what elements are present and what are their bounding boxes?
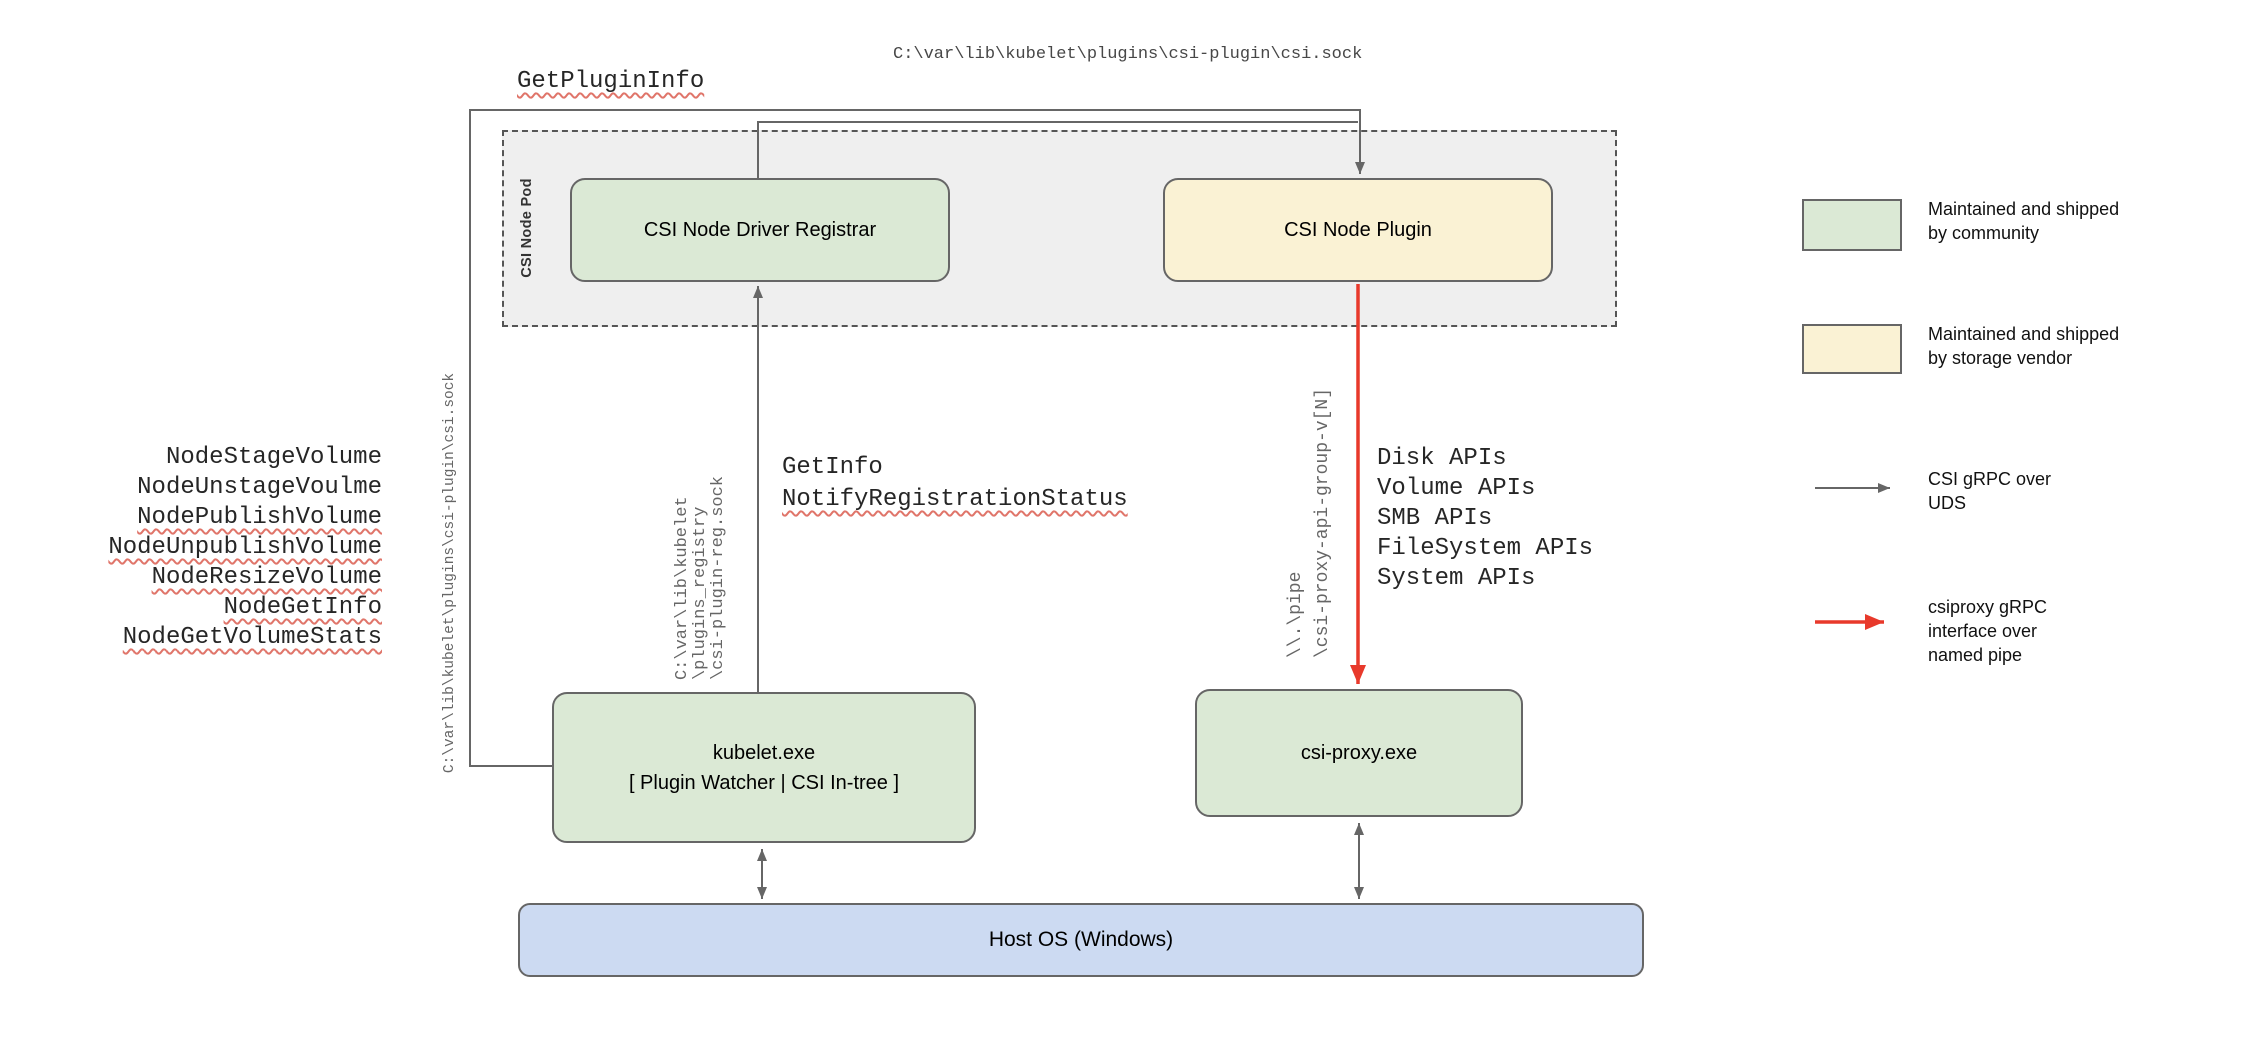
notify-registration-status-text: NotifyRegistrationStatus	[782, 486, 1128, 513]
get-plugin-info-text: GetPluginInfo	[517, 68, 705, 95]
node-rpc-call-text: NodeStageVolume	[165, 444, 382, 471]
csi-proxy-label: csi-proxy.exe	[1300, 742, 1418, 764]
node-rpc-call: NodeGetInfo	[100, 593, 382, 623]
api-list-item: System APIs	[1377, 565, 1536, 592]
legend-community-label: Maintained and shipped by community	[1928, 197, 2119, 245]
node-rpc-call-text: NodeGetInfo	[223, 594, 382, 621]
registration-sock-path-line: \plugins_registry	[691, 506, 710, 681]
registration-sock-path-line: \csi-plugin-reg.sock	[709, 475, 728, 681]
registration-sock-path-vertical-label: C:\var\lib\kubelet \plugins_registry \cs…	[673, 475, 728, 681]
csi-sock-path-label: C:\var\lib\kubelet\plugins\csi-plugin\cs…	[893, 45, 1363, 64]
node-rpc-call-text: NodeUnpublishVolume	[108, 534, 382, 561]
legend-uds-label: CSI gRPC over UDS	[1928, 467, 2051, 515]
node-rpc-call: NodeGetVolumeStats	[100, 623, 382, 653]
legend-vendor-line: by storage vendor	[1928, 348, 2073, 368]
legend-named-pipe-label: csiproxy gRPC interface over named pipe	[1928, 595, 2047, 667]
csi-node-plugin-label: CSI Node Plugin	[1284, 219, 1432, 241]
host-os-label: Host OS (Windows)	[988, 928, 1174, 951]
legend-vendor-line: Maintained and shipped	[1928, 324, 2120, 344]
node-rpc-call: NodeStageVolume	[100, 443, 382, 473]
registration-sock-path-line: C:\var\lib\kubelet	[673, 496, 692, 681]
node-rpc-call-text: NodeResizeVolume	[151, 564, 382, 591]
node-rpc-call: NodePublishVolume	[100, 503, 382, 533]
legend-named-pipe-line: named pipe	[1928, 645, 2023, 665]
kubelet-label-line2: [ Plugin Watcher | CSI In-tree ]	[628, 771, 900, 794]
csi-node-pod-label: CSI Node Pod	[519, 178, 535, 278]
api-list-item: Disk APIs	[1377, 445, 1507, 472]
legend-named-pipe-line: interface over	[1928, 621, 2038, 641]
legend-vendor-swatch	[1802, 324, 1902, 374]
legend-uds-line: CSI gRPC over	[1928, 469, 2052, 489]
host-os-box: Host OS (Windows)	[518, 903, 1644, 977]
node-rpc-call-text: NodeGetVolumeStats	[122, 624, 382, 651]
legend-named-pipe-line: csiproxy gRPC	[1928, 597, 2048, 617]
get-info-label: GetInfo	[782, 454, 883, 481]
node-rpc-call: NodeUnpublishVolume	[100, 533, 382, 563]
csi-proxy-box: csi-proxy.exe	[1195, 689, 1523, 817]
node-rpc-call: NodeResizeVolume	[100, 563, 382, 593]
legend-community-line: by community	[1928, 223, 2040, 243]
csi-node-driver-registrar-label: CSI Node Driver Registrar	[643, 219, 877, 241]
csi-sock-path-vertical-label: C:\var\lib\kubelet\plugins\csi-plugin\cs…	[442, 372, 458, 774]
csi-node-driver-registrar-box: CSI Node Driver Registrar	[570, 178, 950, 282]
legend-vendor-label: Maintained and shipped by storage vendor	[1928, 322, 2119, 370]
kubelet-box: kubelet.exe [ Plugin Watcher | CSI In-tr…	[552, 692, 976, 843]
api-list-item: SMB APIs	[1377, 505, 1493, 532]
node-rpc-call: NodeUnstageVoulme	[100, 473, 382, 503]
notify-registration-status-label: NotifyRegistrationStatus	[782, 484, 1128, 516]
legend-community-swatch	[1802, 199, 1902, 251]
legend-uds-line: UDS	[1928, 493, 1967, 513]
api-list-item: Volume APIs	[1377, 475, 1536, 502]
named-pipe-path-line: \csi-proxy-api-group-v[N]	[1313, 387, 1333, 659]
registration-rpc-call-list: GetInfo NotifyRegistrationStatus	[782, 452, 1128, 516]
api-list-item: FileSystem APIs	[1377, 535, 1594, 562]
csi-node-plugin-box: CSI Node Plugin	[1163, 178, 1553, 282]
kubelet-label-line1: kubelet.exe	[712, 741, 816, 764]
get-plugin-info-label: GetPluginInfo	[517, 68, 704, 95]
node-rpc-call-text: NodePublishVolume	[137, 504, 382, 531]
legend-community-line: Maintained and shipped	[1928, 199, 2120, 219]
named-pipe-path-vertical-label: \\.\pipe \csi-proxy-api-group-v[N]	[1283, 388, 1337, 658]
node-rpc-call-text: NodeUnstageVoulme	[137, 474, 382, 501]
node-rpc-call-list: NodeStageVolume NodeUnstageVoulme NodePu…	[100, 443, 382, 653]
named-pipe-path-line: \\.\pipe	[1286, 571, 1306, 659]
csi-proxy-api-list: Disk APIs Volume APIs SMB APIs FileSyste…	[1377, 444, 1593, 594]
